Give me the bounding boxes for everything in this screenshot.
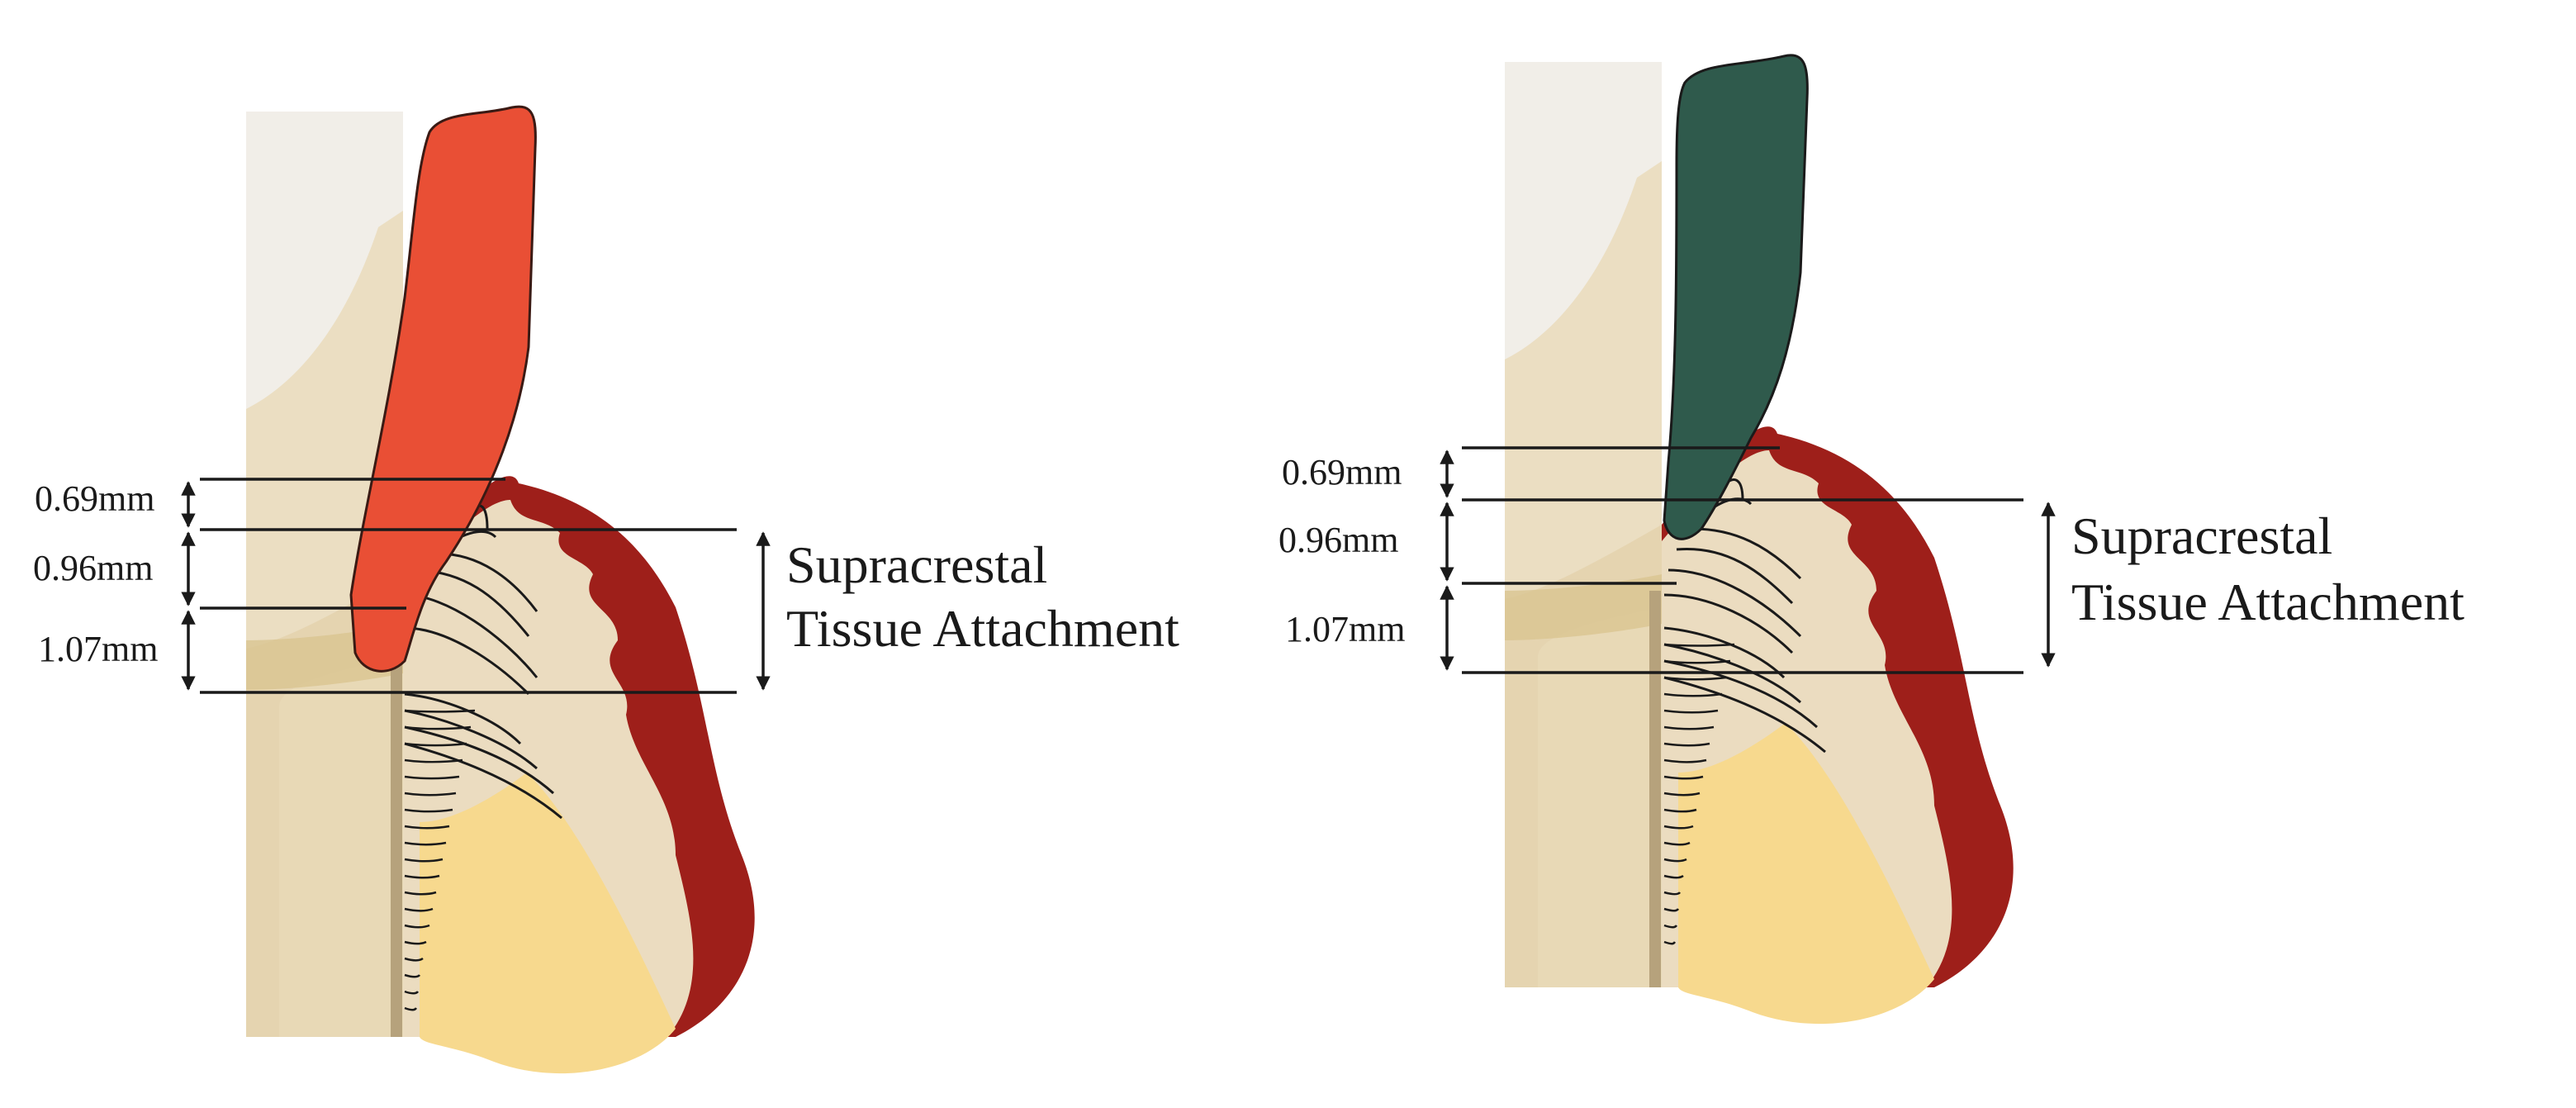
right-zone-label-line2: Tissue Attachment bbox=[2071, 573, 2465, 631]
right-periodontal-fibers bbox=[1663, 478, 1826, 754]
right-reference-lines bbox=[1462, 446, 2023, 674]
right-instrument bbox=[1663, 54, 1809, 540]
left-measure-arrows bbox=[181, 481, 771, 691]
left-zone-label-line2: Tissue Attachment bbox=[786, 599, 1179, 658]
right-pdl-ligament bbox=[1663, 643, 1735, 945]
left-measure-label-1: 0.69mm bbox=[35, 478, 154, 519]
right-measure-arrows bbox=[1440, 449, 2056, 671]
left-reference-lines bbox=[200, 478, 737, 694]
right-panel: 0.69mm 0.96mm 1.07mm Supracrestal Tissue… bbox=[1279, 54, 2465, 1025]
left-measure-label-2: 0.96mm bbox=[33, 548, 153, 588]
right-zone-label-line1: Supracrestal bbox=[2071, 506, 2332, 565]
left-measure-label-3: 1.07mm bbox=[38, 629, 158, 669]
right-measure-label-1: 0.69mm bbox=[1282, 452, 1402, 492]
left-zone-label-line1: Supracrestal bbox=[786, 535, 1047, 594]
left-panel: 0.69mm 0.96mm 1.07mm Supracrestal Tissue… bbox=[33, 105, 1179, 1074]
right-measure-label-3: 1.07mm bbox=[1285, 609, 1405, 649]
left-pdl-ligament bbox=[404, 709, 476, 1011]
right-measure-label-2: 0.96mm bbox=[1279, 520, 1398, 560]
